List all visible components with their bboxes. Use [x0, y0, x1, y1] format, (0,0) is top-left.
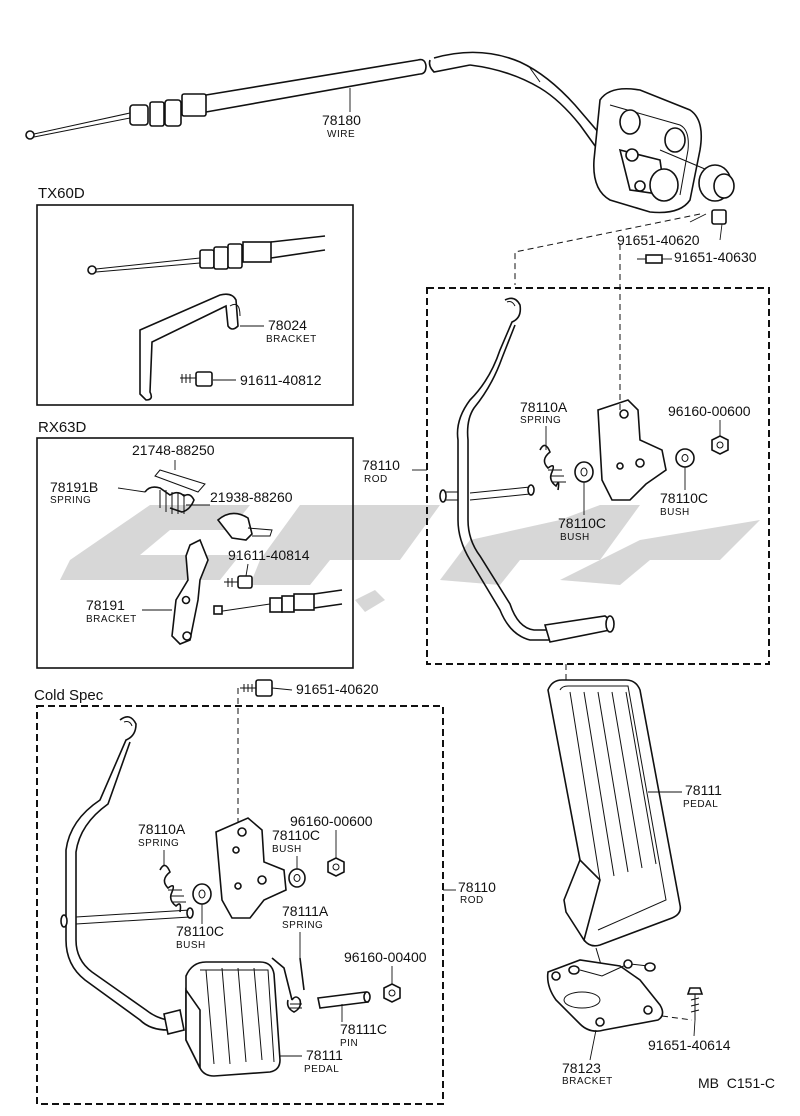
section-tx60d: TX60D [36, 185, 354, 406]
label-78110-cold: 78110 ROD [443, 879, 496, 906]
label-78110C-cold-lower: 78110C BUSH [176, 904, 224, 951]
bracket-78123-drawing [546, 959, 704, 1032]
part-number: 91611-40812 [240, 372, 322, 388]
part-desc: SPRING [520, 415, 561, 426]
main-pedal-78111 [547, 679, 682, 969]
part-number: 78024 [268, 317, 307, 333]
part-number: 78111 [685, 782, 722, 798]
part-number: 91651-40614 [648, 1037, 731, 1053]
label-78110C-main-right: 78110C BUSH [660, 467, 708, 518]
part-number: 91651-40620 [296, 681, 379, 697]
label-78191: 78191 BRACKET [86, 597, 172, 625]
wire-78180-drawing [25, 51, 606, 151]
section-title: TX60D [38, 185, 85, 202]
part-number: 91611-40814 [228, 547, 310, 563]
label-91611-40812: 91611-40812 [213, 372, 322, 388]
label-78123: 78123 BRACKET [562, 1029, 613, 1087]
label-91651-40620-top: 91651-40620 [617, 223, 723, 248]
throttle-link-drawing [514, 87, 735, 285]
part-desc: BRACKET [562, 1076, 613, 1087]
part-number: 78111A [282, 903, 329, 919]
label-91611-40814: 91611-40814 [228, 547, 310, 577]
part-number: 78110C [558, 515, 606, 531]
part-number: 78110C [176, 923, 224, 939]
part-desc: BUSH [660, 507, 690, 518]
label-21938-88260: 21938-88260 [210, 489, 293, 505]
part-number: 78111 [306, 1047, 343, 1063]
part-number: 96160-00400 [344, 949, 427, 965]
diagram-code: MB C151-C [698, 1075, 775, 1091]
part-number: 91651-40630 [674, 249, 757, 265]
part-number: 78123 [562, 1060, 601, 1076]
part-number: 78180 [322, 112, 361, 128]
part-number: 96160-00600 [668, 403, 751, 419]
watermark-logo [60, 505, 760, 612]
part-number: 78110 [458, 879, 496, 895]
part-number: 78111C [340, 1021, 387, 1037]
label-78111C: 78111C PIN [340, 1004, 387, 1049]
label-78024: 78024 BRACKET [240, 317, 317, 345]
part-desc: BRACKET [86, 614, 137, 625]
part-desc: PIN [340, 1038, 358, 1049]
label-78111A: 78111A SPRING [282, 903, 329, 958]
part-desc: BUSH [560, 532, 590, 543]
label-96160-00400: 96160-00400 [344, 949, 427, 984]
part-number: 91651-40620 [617, 232, 700, 248]
label-78180: 78180 WIRE [322, 88, 361, 140]
part-desc: PEDAL [304, 1064, 339, 1075]
label-91651-40620-cold: 91651-40620 [271, 681, 379, 697]
label-78110A-cold: 78110A SPRING [138, 821, 186, 866]
label-91651-40614: 91651-40614 [648, 1019, 731, 1053]
part-desc: ROD [364, 474, 388, 485]
part-desc: WIRE [327, 129, 355, 140]
part-number: 78110A [138, 821, 186, 837]
part-number: 78191B [50, 479, 98, 495]
part-desc: SPRING [50, 495, 91, 506]
part-number: 78110 [362, 457, 400, 473]
part-desc: PEDAL [683, 799, 718, 810]
label-78111-cold: 78111 PEDAL [280, 1047, 343, 1075]
label-91651-40630: 91651-40630 [637, 249, 757, 265]
section-title: Cold Spec [34, 687, 104, 704]
part-number: 96160-00600 [290, 813, 373, 829]
label-78111-main: 78111 PEDAL [648, 782, 722, 810]
label-78110-main: 78110 ROD [362, 457, 427, 485]
part-number: 78110C [272, 827, 320, 843]
part-desc: BUSH [272, 844, 302, 855]
part-number: 21748-88250 [132, 442, 215, 458]
label-78110A-main: 78110A SPRING [520, 399, 568, 450]
part-number: 78110C [660, 490, 708, 506]
label-96160-00600-main: 96160-00600 [668, 403, 751, 436]
label-21748-88250: 21748-88250 [132, 442, 215, 470]
part-number: 21938-88260 [210, 489, 293, 505]
label-96160-00600-cold: 96160-00600 [290, 813, 373, 858]
part-desc: BUSH [176, 940, 206, 951]
part-desc: BRACKET [266, 334, 317, 345]
label-78110C-cold-upper: 78110C BUSH [272, 827, 320, 869]
label-78191B: 78191B SPRING [50, 479, 146, 506]
part-desc: ROD [460, 895, 484, 906]
part-desc: SPRING [138, 838, 179, 849]
section-rx63d: RX63D [36, 419, 354, 669]
section-cold-spec: Cold Spec [34, 679, 444, 1105]
section-title: RX63D [38, 419, 87, 436]
label-78110C-main-center: 78110C BUSH [558, 482, 606, 543]
main-rod-assembly [426, 240, 770, 665]
part-number: 78110A [520, 399, 568, 415]
part-number: 78191 [86, 597, 125, 613]
part-desc: SPRING [282, 920, 323, 931]
